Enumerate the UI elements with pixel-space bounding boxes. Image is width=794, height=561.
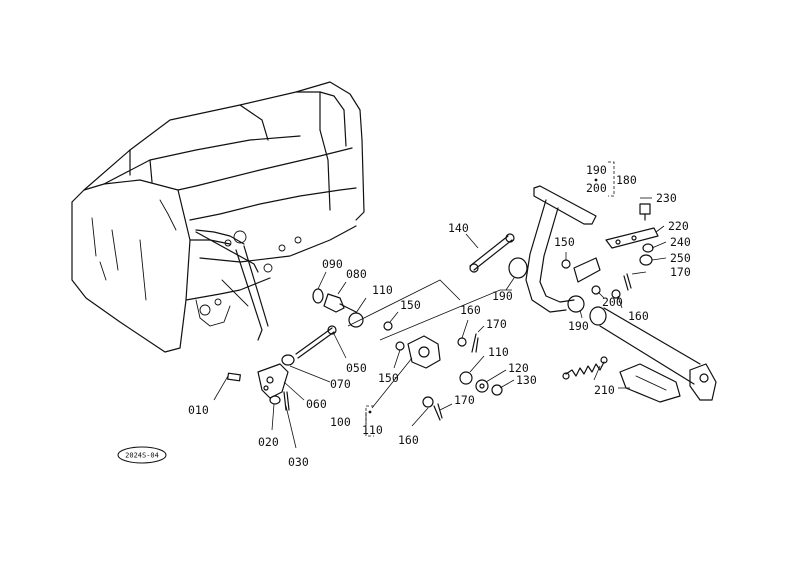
callout-150-lower: 150 (378, 371, 399, 385)
callout-030: 030 (288, 455, 309, 469)
figure-reference-stamp: 2024S-04 (117, 446, 167, 464)
callout-050: 050 (346, 361, 367, 375)
callout-190-lower: 190 (568, 319, 589, 333)
grouping-brackets (365, 161, 615, 437)
callout-220: 220 (668, 219, 689, 233)
callout-210: 210 (594, 383, 615, 397)
callout-010: 010 (188, 403, 209, 417)
callout-110: 110 (372, 283, 393, 297)
callout-150: 150 (400, 298, 421, 312)
callout-100: 100 (330, 415, 351, 429)
callout-160: 160 (460, 303, 481, 317)
callout-200: 200 (602, 295, 623, 309)
callout-170-right: 170 (670, 265, 691, 279)
callout-060: 060 (306, 397, 327, 411)
stamp-label: 2024S-04 (125, 452, 159, 460)
callout-110-group: 110 (362, 423, 383, 437)
callout-080: 080 (346, 267, 367, 281)
callout-160-right: 160 (628, 309, 649, 323)
callout-090: 090 (322, 257, 343, 271)
callout-240: 240 (670, 235, 691, 249)
callout-070: 070 (330, 377, 351, 391)
callout-140: 140 (448, 221, 469, 235)
callout-labels: 090 080 110 150 050 070 060 010 020 030 … (188, 163, 691, 469)
leader-lines (213, 197, 667, 449)
callout-230: 230 (656, 191, 677, 205)
transmission-housing (71, 81, 365, 353)
pedal-assembly (469, 185, 717, 403)
callout-150-pedal: 150 (554, 235, 575, 249)
callout-130: 130 (516, 373, 537, 387)
callout-170: 170 (486, 317, 507, 331)
callout-160-lower: 160 (398, 433, 419, 447)
callout-020: 020 (258, 435, 279, 449)
callout-110-roller: 110 (488, 345, 509, 359)
callout-190-group: 190 (586, 163, 607, 177)
callout-190: 190 (492, 289, 513, 303)
callout-120: 120 (508, 361, 529, 375)
callout-250: 250 (670, 251, 691, 265)
callout-200-group: 200 (586, 181, 607, 195)
callout-170-lower: 170 (454, 393, 475, 407)
callout-180: 180 (616, 173, 637, 187)
